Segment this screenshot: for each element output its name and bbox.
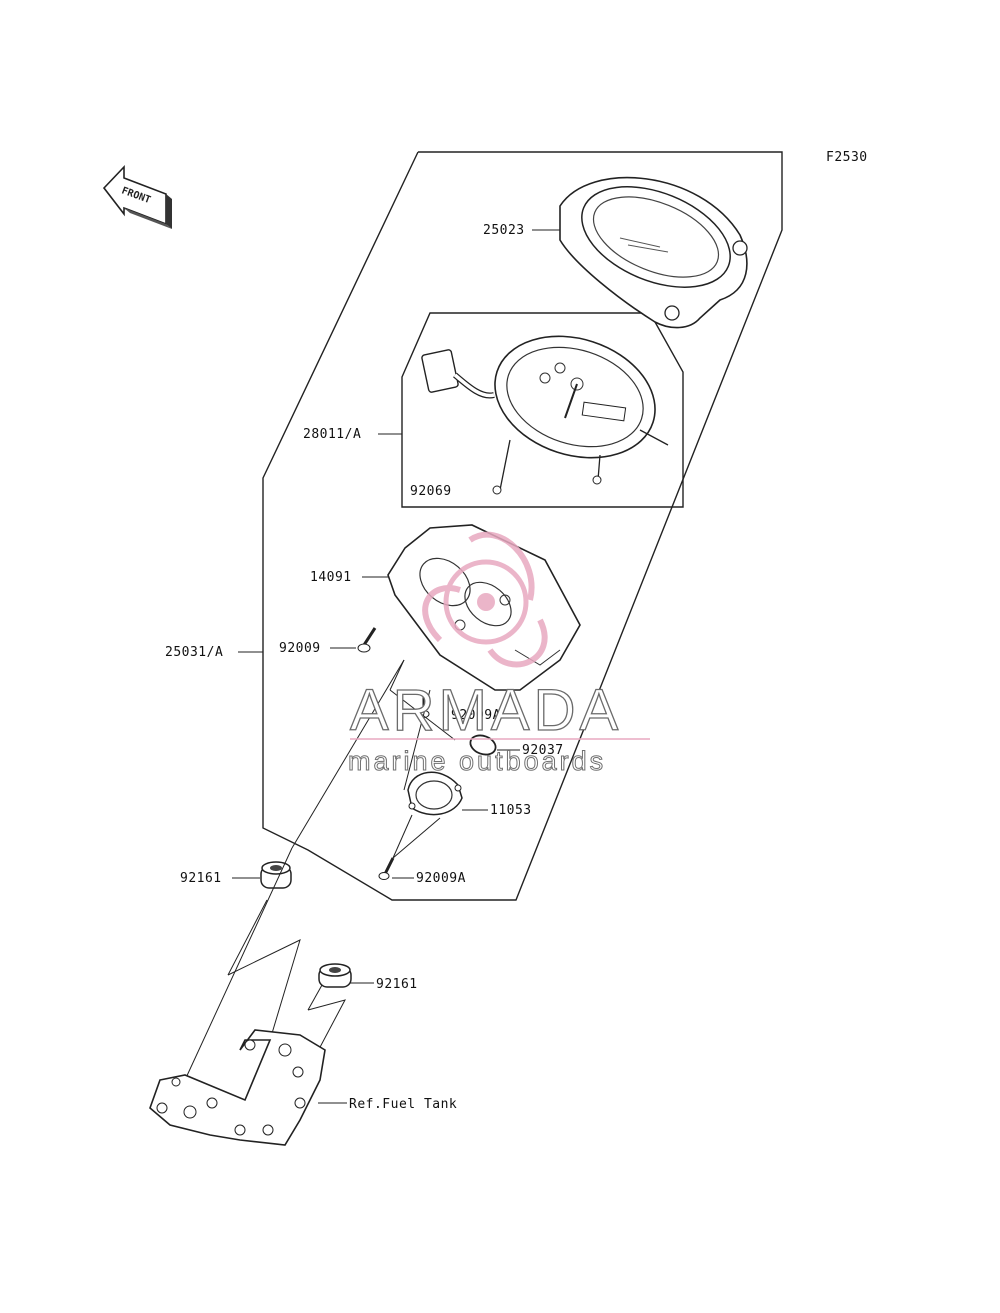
screw-92009A-lower (378, 857, 395, 880)
armada-logo-icon (422, 531, 548, 668)
label-92161-right: 92161 (376, 977, 418, 992)
fuel-tank-bracket (149, 1029, 326, 1146)
watermark-brand: ARMADA (350, 678, 622, 743)
kit-outline (262, 151, 783, 901)
label-92009A-lower: 92009A (416, 871, 466, 886)
clamp-92037 (469, 734, 497, 756)
label-92009: 92009 (279, 641, 321, 656)
grommet-92161-left (260, 861, 292, 889)
screw-92009 (357, 627, 377, 653)
label-28011A: 28011/A (303, 427, 361, 442)
label-92161-left: 92161 (180, 871, 222, 886)
label-92009A-upper: 92009A (451, 708, 501, 723)
label-ref-fuel-tank: Ref.Fuel Tank (349, 1097, 457, 1112)
label-25031A: 25031/A (165, 645, 223, 660)
label-92037: 92037 (522, 743, 564, 758)
label-92069: 92069 (410, 484, 452, 499)
watermark-tagline: marine outboards (348, 746, 606, 776)
figure-code: F2530 (826, 150, 868, 165)
speedometer-unit (421, 335, 669, 495)
meter-lens-case (559, 176, 748, 329)
label-14091: 14091 (310, 570, 352, 585)
bracket-plate-11053 (407, 771, 463, 816)
label-25023: 25023 (483, 223, 525, 238)
grommet-92161-right (318, 963, 352, 988)
front-arrow-icon: FRONT (102, 165, 172, 229)
label-11053: 11053 (490, 803, 532, 818)
